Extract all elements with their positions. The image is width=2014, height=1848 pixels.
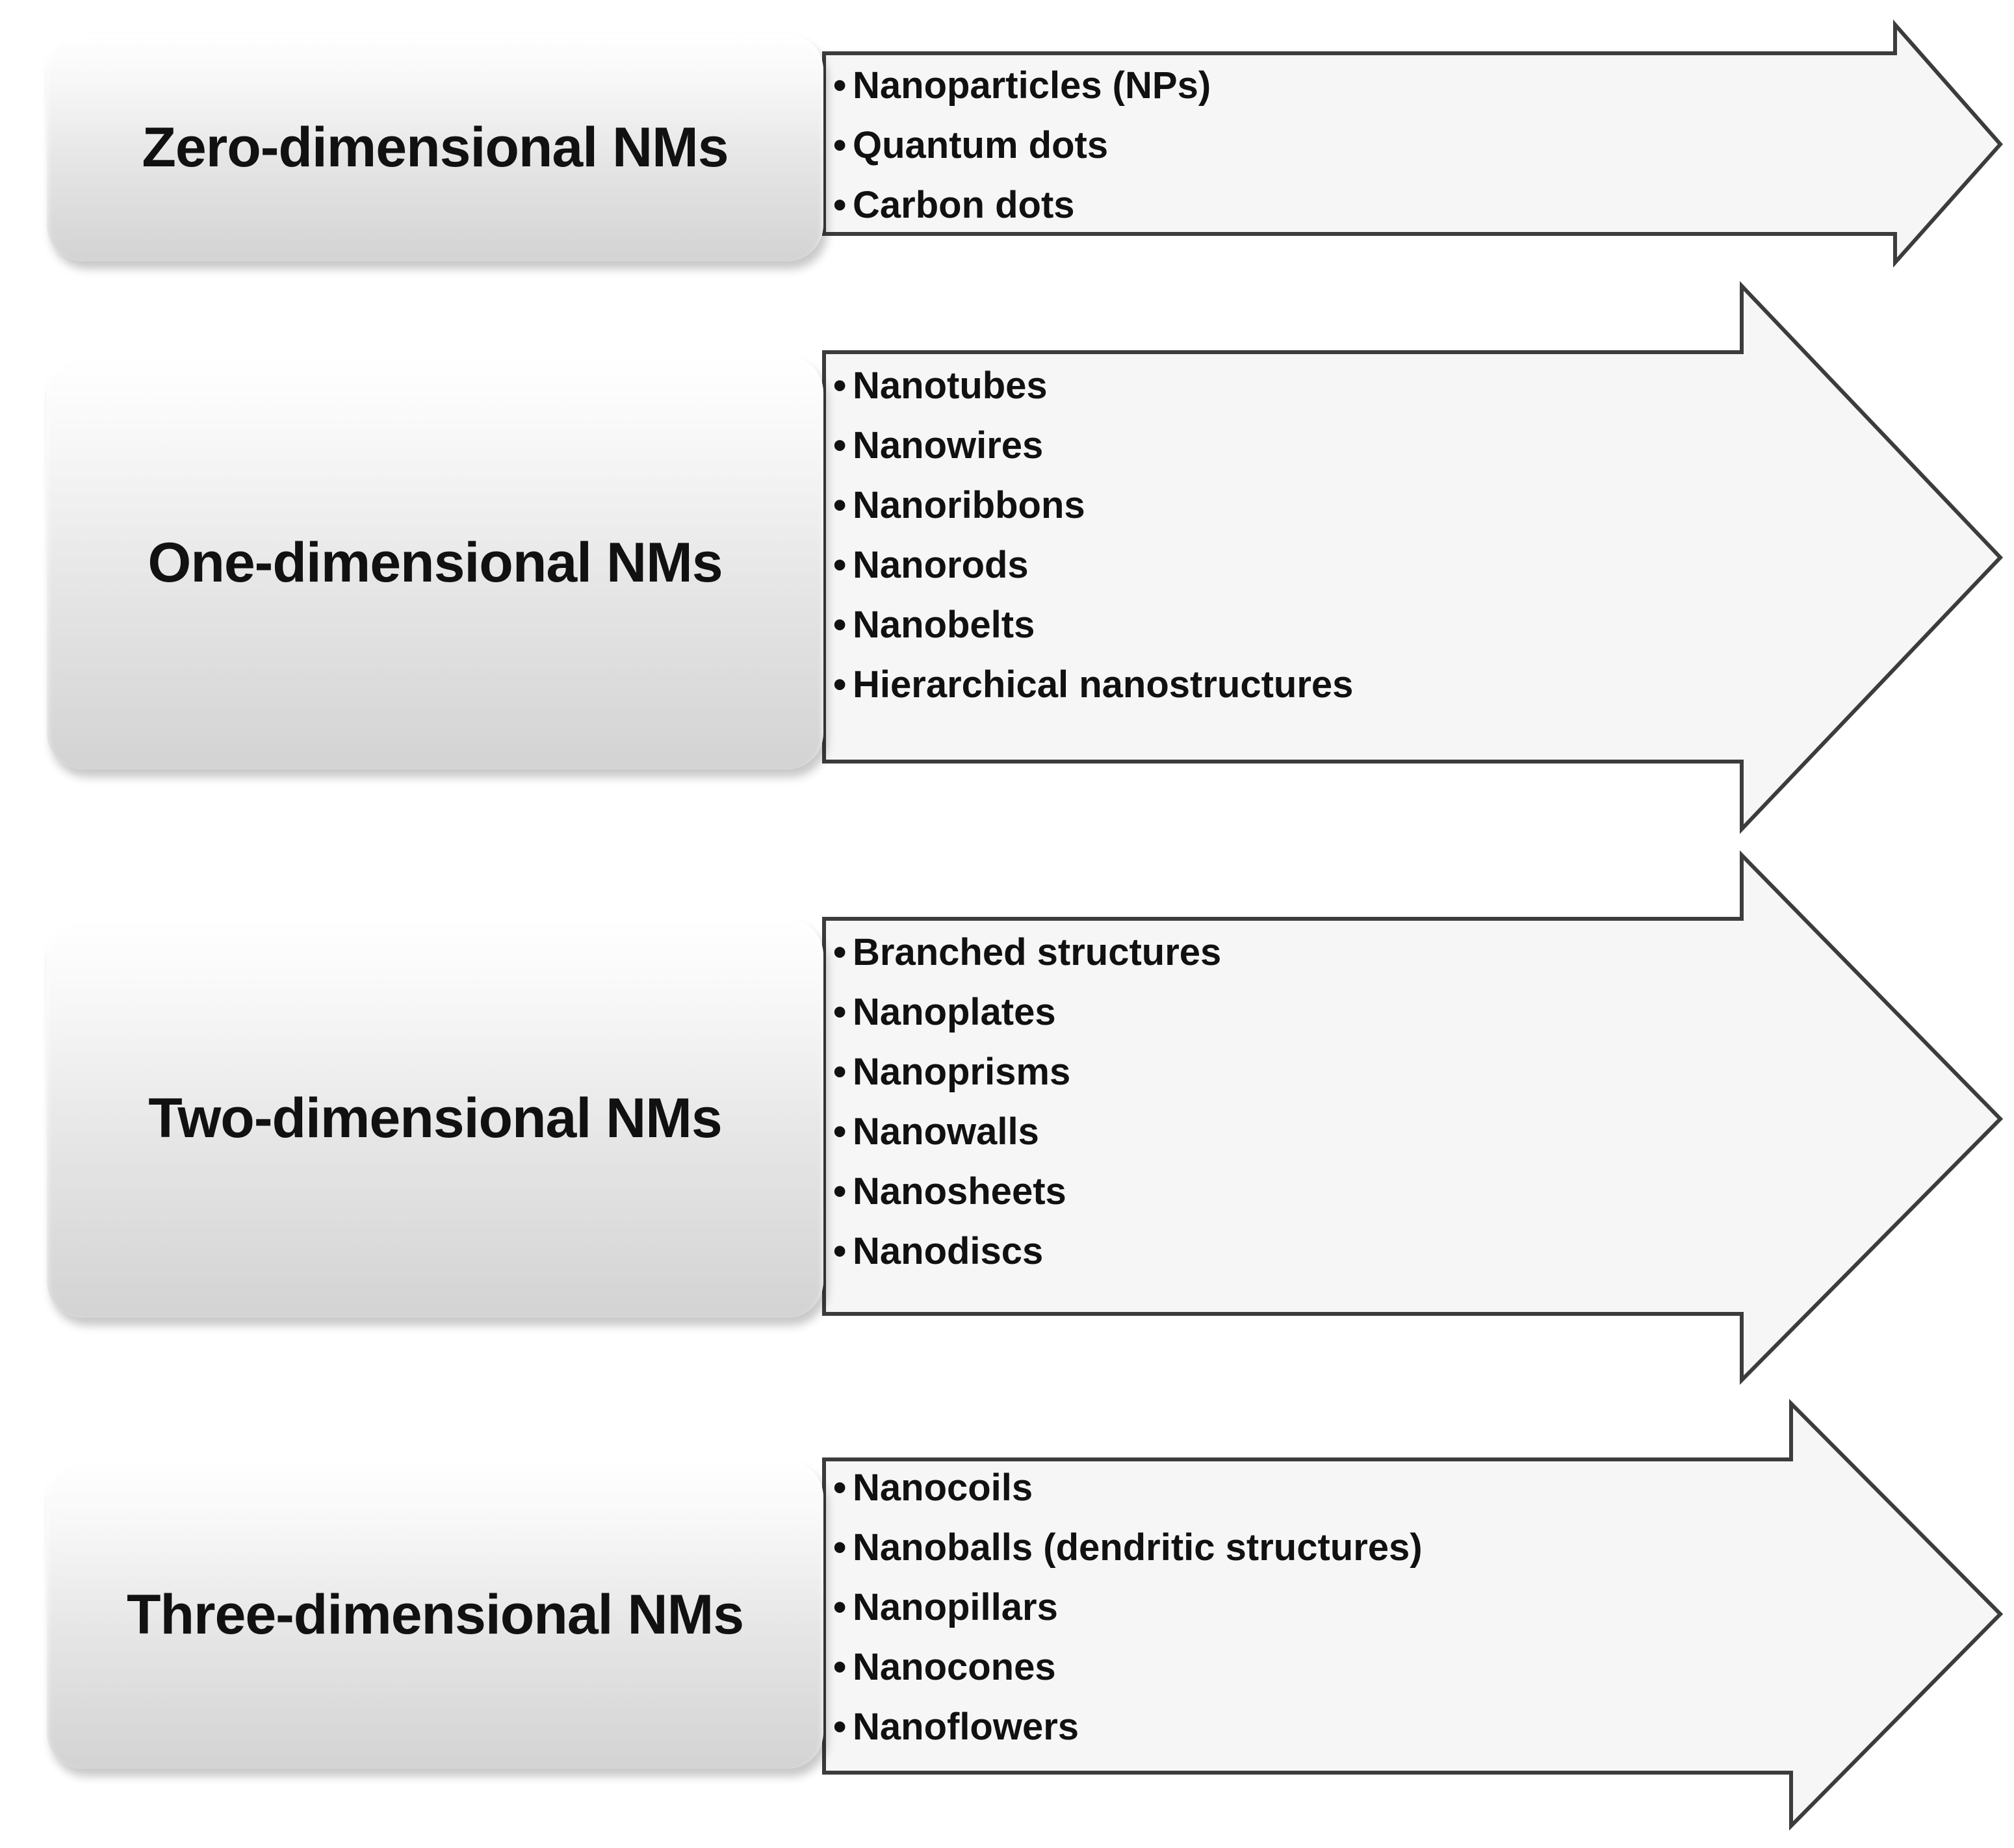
list-item: •Quantum dots [833,116,1211,175]
list-item: •Nanoflowers [833,1697,1423,1757]
item-label: Nanowalls [853,1110,1039,1153]
list-item: •Nanotubes [833,356,1353,416]
list-item: •Hierarchical nanostructures [833,655,1353,715]
item-label: Nanobelts [853,604,1035,646]
list-item: •Nanowires [833,416,1353,476]
item-label: Branched structures [853,931,1222,973]
item-list-three-dimensional: •Nanocoils •Nanoballs (dendritic structu… [833,1458,1423,1757]
item-list-zero-dimensional: •Nanoparticles (NPs) •Quantum dots •Carb… [833,56,1211,235]
bullet-icon: • [833,663,847,706]
item-label: Carbon dots [853,184,1075,226]
list-item: •Nanosheets [833,1162,1221,1222]
item-label: Quantum dots [853,124,1109,166]
item-label: Nanoprisms [853,1051,1071,1093]
item-label: Nanowires [853,424,1044,467]
bullet-icon: • [833,1646,847,1688]
item-label: Nanoparticles (NPs) [853,64,1211,107]
category-box-one-dimensional: One-dimensional NMs [47,356,823,769]
bullet-icon: • [833,604,847,646]
category-box-zero-dimensional: Zero-dimensional NMs [47,34,823,261]
category-box-three-dimensional: Three-dimensional NMs [47,1461,823,1769]
item-list-two-dimensional: •Branched structures •Nanoplates •Nanopr… [833,923,1221,1281]
list-item: •Nanocoils [833,1458,1423,1518]
item-label: Nanoplates [853,991,1056,1033]
bullet-icon: • [833,1526,847,1569]
category-label: Three-dimensional NMs [126,1583,744,1646]
category-box-two-dimensional: Two-dimensional NMs [47,919,823,1318]
item-label: Hierarchical nanostructures [853,663,1354,706]
item-label: Nanocoils [853,1467,1033,1509]
list-item: •Nanoprisms [833,1042,1221,1102]
list-item: •Carbon dots [833,175,1211,235]
list-item: •Nanoballs (dendritic structures) [833,1518,1423,1578]
item-label: Nanotubes [853,365,1048,407]
bullet-icon: • [833,1110,847,1153]
bullet-icon: • [833,1170,847,1213]
item-label: Nanoballs (dendritic structures) [853,1526,1423,1569]
item-label: Nanocones [853,1646,1056,1688]
bullet-icon: • [833,365,847,407]
list-item: •Nanoplates [833,982,1221,1042]
category-label: One-dimensional NMs [148,531,723,594]
item-label: Nanorods [853,544,1029,586]
item-label: Nanodiscs [853,1230,1044,1272]
list-item: •Nanoparticles (NPs) [833,56,1211,116]
item-label: Nanopillars [853,1586,1058,1628]
bullet-icon: • [833,1051,847,1093]
bullet-icon: • [833,544,847,586]
bullet-icon: • [833,64,847,107]
bullet-icon: • [833,484,847,526]
list-item: •Nanodiscs [833,1222,1221,1281]
bullet-icon: • [833,1706,847,1748]
item-label: Nanoflowers [853,1706,1079,1748]
item-label: Nanosheets [853,1170,1066,1213]
bullet-icon: • [833,1230,847,1272]
bullet-icon: • [833,124,847,166]
bullet-icon: • [833,1586,847,1628]
list-item: •Nanocones [833,1637,1423,1697]
category-label: Two-dimensional NMs [148,1086,722,1149]
list-item: •Nanobelts [833,595,1353,655]
list-item: •Branched structures [833,923,1221,982]
bullet-icon: • [833,991,847,1033]
list-item: •Nanopillars [833,1578,1423,1637]
list-item: •Nanowalls [833,1102,1221,1162]
bullet-icon: • [833,424,847,467]
bullet-icon: • [833,931,847,973]
list-item: •Nanoribbons [833,476,1353,535]
bullet-icon: • [833,184,847,226]
item-label: Nanoribbons [853,484,1085,526]
list-item: •Nanorods [833,535,1353,595]
bullet-icon: • [833,1467,847,1509]
category-label: Zero-dimensional NMs [142,116,729,179]
item-list-one-dimensional: •Nanotubes •Nanowires •Nanoribbons •Nano… [833,356,1353,715]
